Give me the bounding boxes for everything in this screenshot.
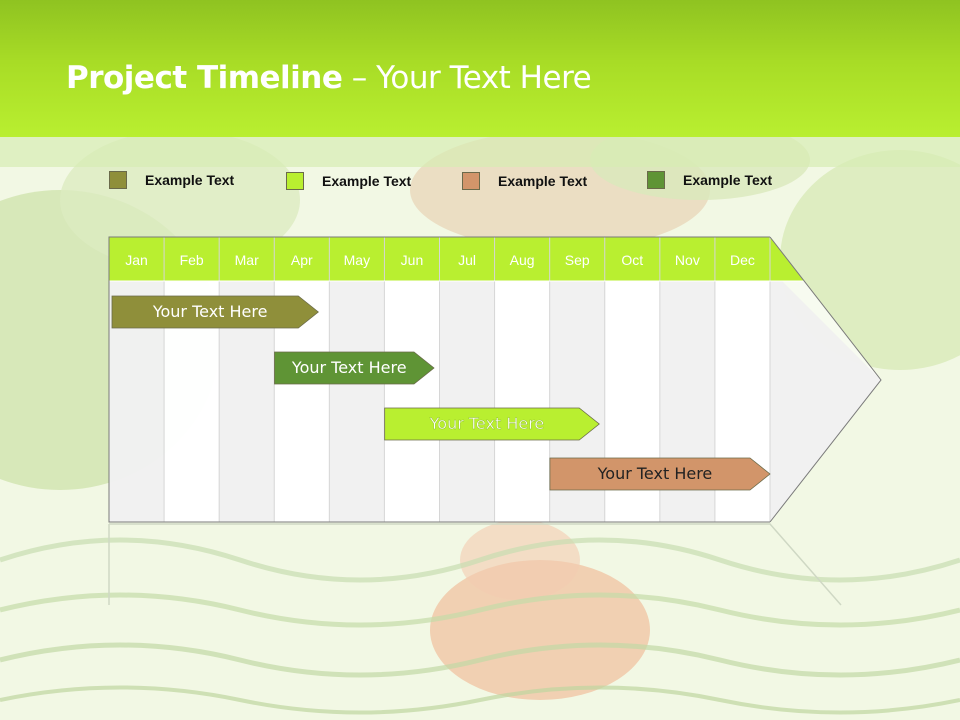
task-label: Your Text Here xyxy=(291,358,407,377)
month-header-strip xyxy=(109,237,804,281)
timeline-outline-tip xyxy=(769,236,882,523)
task-label: Your Text Here xyxy=(152,302,268,321)
month-label: Apr xyxy=(291,252,313,268)
legend-swatch xyxy=(462,172,480,190)
month-label: Jan xyxy=(125,252,148,268)
month-label: Mar xyxy=(235,252,259,268)
legend-label: Example Text xyxy=(683,172,773,188)
month-column xyxy=(494,281,550,522)
month-label: Dec xyxy=(730,252,755,268)
month-label: Sep xyxy=(565,252,590,268)
task-bar xyxy=(111,295,319,329)
timeline-shadow-line xyxy=(109,523,842,606)
page-title: Project Timeline – Your Text Here xyxy=(66,60,592,96)
task-bar xyxy=(549,457,771,491)
task-bar xyxy=(274,351,435,385)
legend-swatch xyxy=(647,171,665,189)
month-label: Nov xyxy=(675,252,700,268)
task-bar xyxy=(384,407,600,441)
month-label: Feb xyxy=(180,252,204,268)
month-label: Jun xyxy=(401,252,424,268)
task-label: Your Text Here xyxy=(597,464,713,483)
title-rest: – Your Text Here xyxy=(342,60,592,96)
month-label: Jul xyxy=(458,252,476,268)
task-label: Your Text Here xyxy=(429,414,545,433)
month-label: Aug xyxy=(510,252,535,268)
header-banner: Project Timeline – Your Text Here xyxy=(0,0,960,137)
legend-label: Example Text xyxy=(145,172,235,188)
legend-label: Example Text xyxy=(498,173,588,189)
timeline-outline xyxy=(108,236,770,523)
month-column xyxy=(384,281,440,522)
legend-swatch xyxy=(286,172,304,190)
timeline-arrow-tip xyxy=(770,281,881,522)
title-bold: Project Timeline xyxy=(66,60,343,96)
month-label: Oct xyxy=(621,252,643,268)
legend-label: Example Text xyxy=(322,173,412,189)
month-label: May xyxy=(344,252,370,268)
month-column xyxy=(439,281,495,522)
month-column xyxy=(329,281,385,522)
legend-swatch xyxy=(109,171,127,189)
